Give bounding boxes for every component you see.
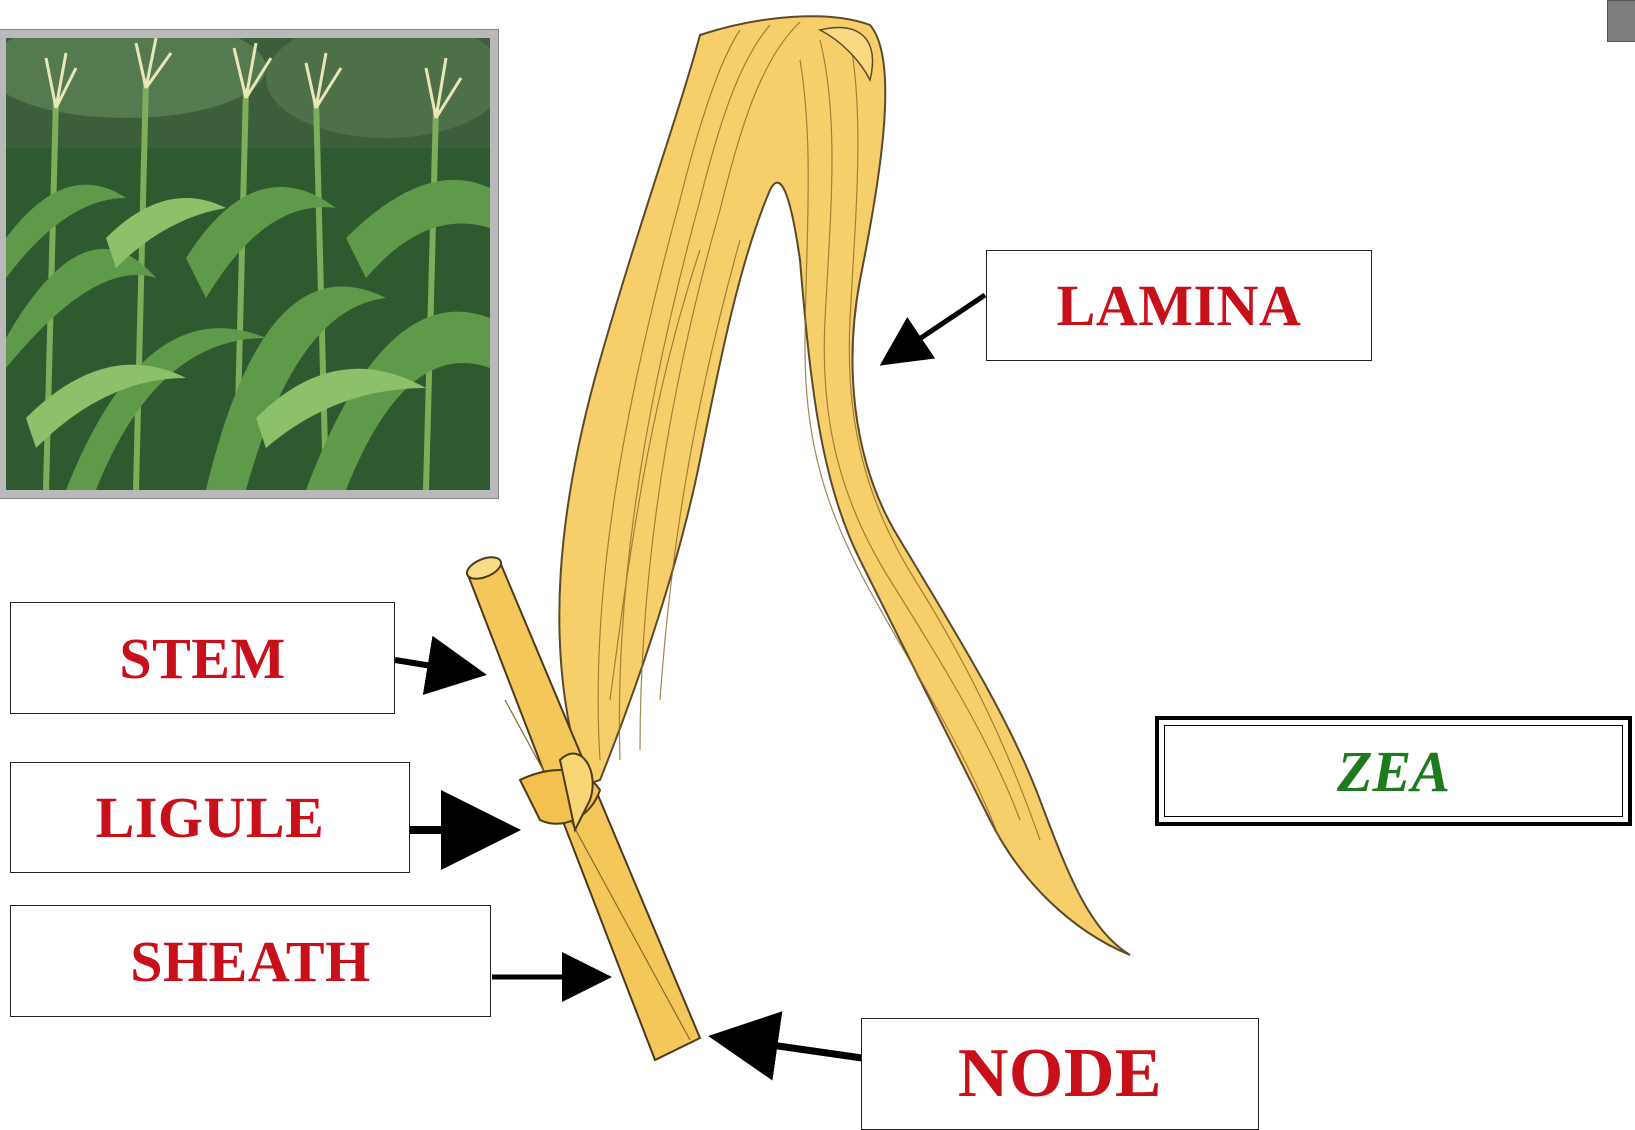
sheath-label: SHEATH: [10, 905, 491, 1017]
stem-label-text: STEM: [119, 625, 285, 692]
node-label-text: NODE: [958, 1034, 1162, 1114]
ligule-label: LIGULE: [10, 762, 410, 873]
node-label: NODE: [861, 1018, 1259, 1130]
stem-arrow: [395, 660, 475, 673]
genus-box: ZEA: [1155, 716, 1632, 826]
slide-corner-icon[interactable]: [1607, 0, 1635, 42]
ligule-label-text: LIGULE: [96, 784, 325, 851]
sheath-label-text: SHEATH: [130, 928, 370, 995]
genus-name: ZEA: [1337, 738, 1450, 805]
genus-box-inner: ZEA: [1164, 725, 1623, 817]
lamina-label-text: LAMINA: [1057, 272, 1302, 339]
lamina-label: LAMINA: [986, 250, 1372, 361]
node-arrow: [722, 1038, 862, 1058]
lamina-arrow: [888, 295, 985, 360]
stem-label: STEM: [10, 602, 395, 714]
lamina-drawing: [559, 16, 1130, 955]
